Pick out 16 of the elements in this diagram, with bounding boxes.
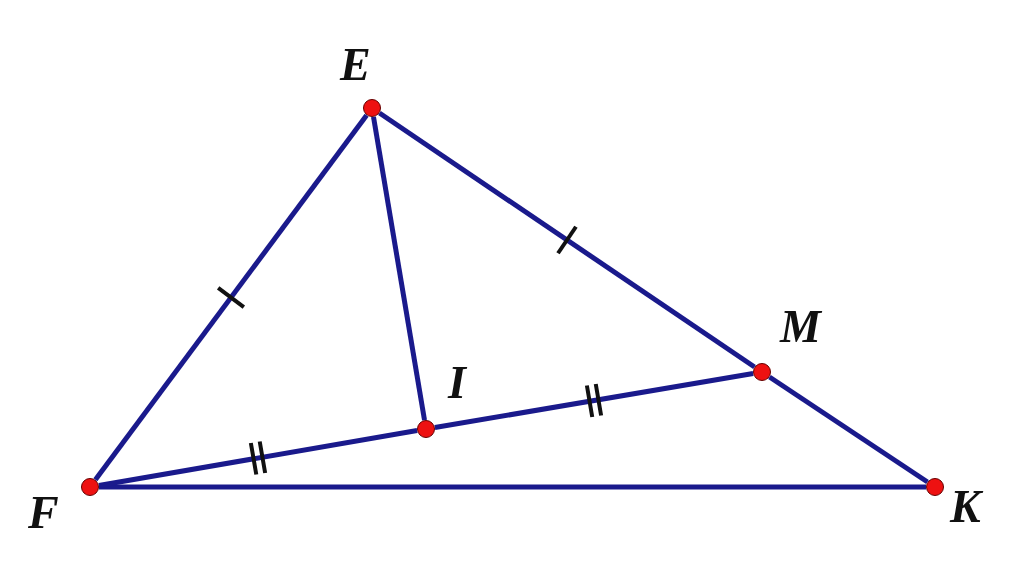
line-segment — [93, 113, 369, 482]
point-dot — [753, 363, 771, 381]
line-segment — [434, 371, 754, 430]
line-segment — [768, 374, 929, 485]
line-segment — [98, 428, 418, 488]
point-dot — [363, 99, 381, 117]
point-dot — [926, 478, 944, 496]
point-label: F — [28, 490, 59, 536]
point-dot — [81, 478, 99, 496]
line-segment — [378, 110, 756, 370]
line-segment — [371, 116, 427, 421]
point-dot — [417, 420, 435, 438]
point-label: E — [340, 42, 371, 88]
point-label: I — [448, 360, 466, 406]
line-segment — [99, 484, 926, 490]
point-label: M — [780, 304, 821, 350]
